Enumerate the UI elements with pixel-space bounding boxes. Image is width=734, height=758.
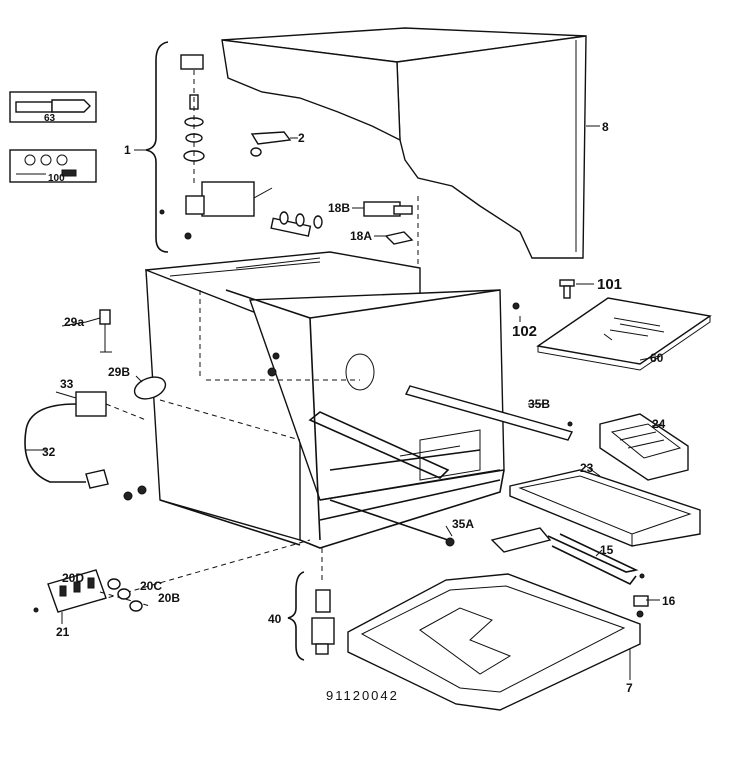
part-1-valve-assembly (159, 54, 323, 240)
label-40: 40 (268, 612, 282, 626)
part-35A-rail (329, 499, 455, 547)
label-29B: 29B (108, 365, 130, 379)
part-40-pump (287, 548, 335, 661)
part-29-parts (85, 309, 167, 400)
leader-lines (26, 316, 663, 680)
label-16: 16 (662, 594, 676, 608)
part-60-manual (536, 297, 712, 371)
label-1: 1 (124, 143, 131, 157)
part-2-lever (250, 131, 298, 157)
part-8-top-cover (221, 27, 600, 259)
label-20D: 20D (62, 571, 84, 585)
label-32: 32 (42, 445, 56, 459)
part-16-bracket (633, 573, 649, 618)
drawing-number: 91120042 (326, 688, 399, 703)
label-20B: 20B (158, 591, 180, 605)
part-101-screw (559, 279, 594, 299)
label-21: 21 (56, 625, 70, 639)
label-24: 24 (652, 417, 666, 431)
label-35A: 35A (452, 517, 474, 531)
label-15: 15 (600, 543, 614, 557)
label-18A: 18A (350, 229, 372, 243)
part-63-tool-box (9, 91, 97, 123)
main-cabinet-frame (145, 251, 520, 549)
label-23: 23 (580, 461, 594, 475)
label-20C: 20C (140, 579, 162, 593)
part-15-heating-element (490, 527, 639, 586)
label-102: 102 (512, 323, 537, 340)
label-100: 100 (48, 173, 65, 184)
part-23-tray (509, 469, 701, 547)
part-20-clips (107, 578, 143, 612)
label-7: 7 (626, 681, 633, 695)
label-101: 101 (597, 276, 622, 293)
part-35B-rail (404, 385, 574, 441)
part-7-base-pan (347, 573, 641, 711)
part-24-basket (599, 413, 689, 481)
part-18-switches (352, 196, 419, 290)
part-33-32-cord (24, 391, 147, 501)
label-35B: 35B (528, 397, 550, 411)
label-60: 60 (650, 351, 664, 365)
part-labels: 1 2 8 18B 18A 101 102 60 29a 29B 33 32 3… (42, 113, 676, 703)
label-29a: 29a (64, 315, 84, 329)
part-100-hardware-box (9, 149, 97, 183)
label-2: 2 (298, 131, 305, 145)
label-18B: 18B (328, 201, 350, 215)
label-63: 63 (44, 113, 56, 124)
part-21-terminal (33, 539, 311, 613)
group-1-bracket (145, 41, 169, 253)
label-33: 33 (60, 377, 74, 391)
label-8: 8 (602, 120, 609, 134)
